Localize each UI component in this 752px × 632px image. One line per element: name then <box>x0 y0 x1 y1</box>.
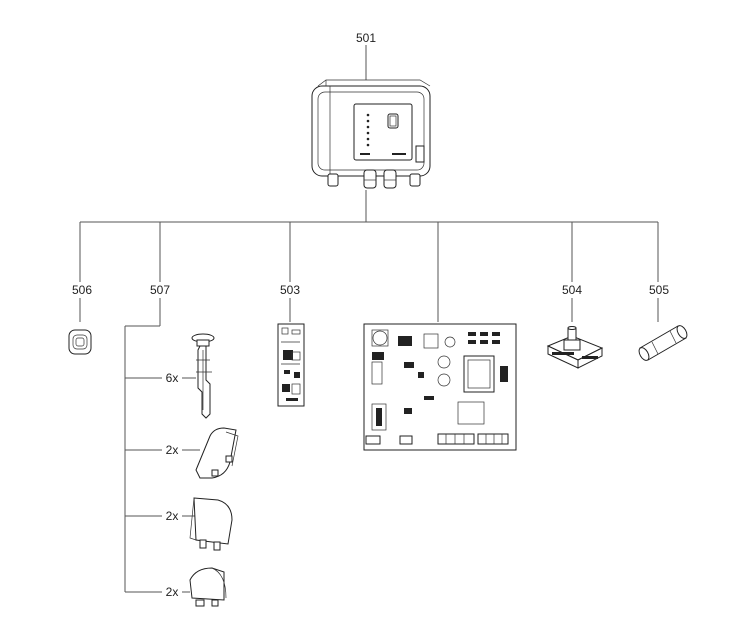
main-pcb <box>363 323 517 451</box>
part-507-clip <box>191 333 215 419</box>
part-507-cover-c <box>189 567 227 607</box>
part-505-fuse <box>638 325 688 361</box>
label-507: 507 <box>150 283 170 297</box>
part-507-cover-a <box>195 427 239 479</box>
label-505: 505 <box>649 283 669 297</box>
qty-clip: 6x <box>166 371 179 385</box>
part-507-cover-b <box>189 497 233 551</box>
part-506-grommet <box>68 329 92 355</box>
leader-lines <box>79 45 659 593</box>
label-503: 503 <box>280 283 300 297</box>
part-503-pcb <box>277 323 305 407</box>
qty-cover-b: 2x <box>166 509 179 523</box>
part-504-module <box>546 326 604 369</box>
qty-cover-c: 2x <box>166 585 179 599</box>
qty-cover-a: 2x <box>166 443 179 457</box>
label-506: 506 <box>72 283 92 297</box>
control-unit-housing <box>311 79 431 189</box>
label-501: 501 <box>356 31 376 45</box>
label-504: 504 <box>562 283 582 297</box>
